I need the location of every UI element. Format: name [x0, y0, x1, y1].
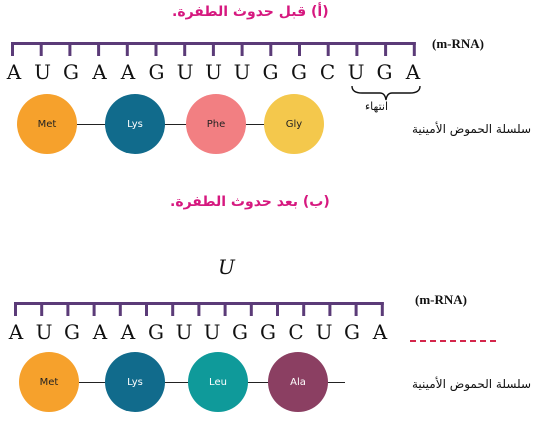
mrna-tooth: [298, 42, 301, 56]
mrna-tooth: [240, 42, 244, 56]
base-letter: A: [372, 320, 388, 344]
mrna-tooth: [412, 42, 416, 56]
amino-acid-phe: Phe: [186, 94, 246, 154]
reading-frame-dashed-line: [410, 340, 496, 342]
mrna-tooth: [384, 42, 388, 56]
base-letter: U: [315, 320, 333, 344]
mrna-tooth: [154, 42, 158, 56]
base-letter: A: [6, 60, 22, 84]
mrna-tooth: [68, 42, 72, 56]
mrna-tooth: [223, 302, 227, 316]
base-letter: A: [120, 320, 136, 344]
mrna-tooth: [40, 302, 44, 316]
mrna-tooth: [355, 42, 359, 56]
stop-codon-brace-icon: [351, 85, 421, 101]
amino-acid-leu: Leu: [188, 352, 248, 412]
mrna-tooth: [326, 42, 330, 56]
mrna-tooth: [276, 302, 279, 316]
base-letter: A: [92, 60, 107, 84]
base-letter: U: [34, 60, 51, 84]
base-letter: A: [405, 60, 421, 84]
mrna-tooth: [354, 302, 358, 316]
before-mutation-heading: (أ) قبل حدوث الطفرة.: [172, 4, 329, 20]
base-letter: G: [232, 320, 248, 344]
mrna-tooth: [183, 42, 187, 56]
mrna-tooth: [197, 302, 201, 316]
stop-codon-label: انتهاء: [365, 100, 389, 113]
mrna-tooth: [66, 302, 70, 316]
base-letter: G: [262, 60, 279, 84]
base-letter: C: [288, 320, 304, 344]
base-letter: U: [205, 60, 222, 84]
base-letter: G: [344, 320, 360, 344]
base-letter: G: [63, 60, 79, 84]
amino-acid-chain-before: Met Lys Phe Gly: [0, 92, 553, 162]
mrna-tooth: [211, 42, 215, 56]
mrna-tooth: [97, 42, 101, 56]
mrna-label-after: (m-RNA): [415, 292, 467, 307]
base-letter: U: [233, 60, 251, 84]
inserted-base: U: [218, 255, 235, 279]
mrna-tooth: [145, 302, 148, 316]
mrna-tooth: [39, 42, 43, 56]
base-letter: U: [347, 60, 365, 84]
mrna-label-before: (m-RNA): [432, 36, 484, 51]
mrna-tooth: [11, 42, 14, 56]
mrna-tooth: [171, 302, 175, 316]
amino-acid-met: Met: [19, 352, 79, 412]
amino-acid-lys: Lys: [105, 352, 165, 412]
mrna-tooth: [328, 302, 332, 316]
base-letter: G: [64, 320, 80, 344]
base-letter: G: [376, 60, 393, 84]
amino-chain-label-before: سلسلة الحموض الأمينية: [412, 122, 532, 136]
base-letter: G: [260, 320, 276, 344]
mrna-tooth: [269, 42, 273, 56]
mrna-tooth: [14, 302, 17, 316]
base-letter: G: [291, 60, 307, 84]
after-mutation-heading: (ب) بعد حدوث الطفرة.: [170, 194, 330, 210]
amino-acid-chain-after: Met Lys Leu Ala: [0, 350, 553, 420]
base-letter: C: [319, 60, 336, 84]
mrna-backbone-after: [14, 302, 384, 316]
base-letter: A: [92, 320, 108, 344]
mrna-tooth: [118, 302, 122, 316]
base-letter: A: [8, 320, 24, 344]
amino-acid-gly: Gly: [264, 94, 324, 154]
amino-acid-met: Met: [17, 94, 77, 154]
base-letter: A: [120, 60, 136, 84]
mrna-tooth: [302, 302, 306, 316]
amino-acid-lys: Lys: [105, 94, 165, 154]
mrna-tooth: [249, 302, 253, 316]
mrna-tooth: [380, 302, 384, 316]
mrna-tooth: [92, 302, 96, 316]
base-letter: U: [175, 320, 193, 344]
amino-acid-ala: Ala: [268, 352, 328, 412]
mrna-tooth: [125, 42, 129, 56]
base-letter: U: [203, 320, 221, 344]
base-letter: U: [176, 60, 194, 84]
base-letter: G: [148, 60, 165, 84]
mrna-backbone-before: [11, 42, 416, 56]
base-letter: G: [148, 320, 164, 344]
base-letter: U: [35, 320, 53, 344]
amino-chain-label-after: سلسلة الحموض الأمينية: [412, 377, 532, 391]
